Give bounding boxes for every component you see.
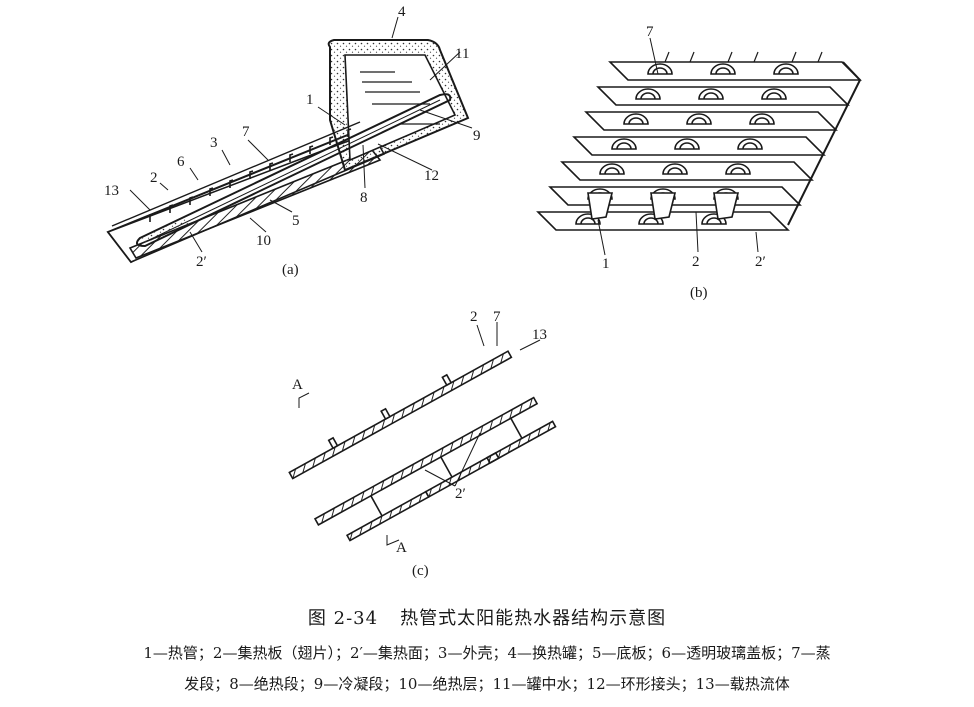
callout-b-2: 2 bbox=[692, 254, 700, 270]
fin-ticks bbox=[664, 51, 823, 63]
heat-pipe-ring bbox=[667, 167, 683, 175]
figure-title: 热管式太阳能热水器结构示意图 bbox=[400, 608, 667, 629]
heat-pipe-ring bbox=[580, 217, 596, 225]
heat-pipe-ring bbox=[754, 117, 770, 125]
pipe-lower-wall bbox=[313, 396, 539, 526]
callout-a-11: 11 bbox=[455, 46, 469, 62]
heat-pipe-ring bbox=[706, 217, 722, 225]
insulation-layer bbox=[128, 149, 382, 259]
callout-a-10: 10 bbox=[256, 233, 271, 249]
subfigure-a bbox=[106, 16, 473, 264]
callout-a-8: 8 bbox=[360, 190, 368, 206]
callout-a-9: 9 bbox=[473, 128, 481, 144]
callout-a-12: 12 bbox=[424, 168, 439, 184]
heat-pipe-ring bbox=[652, 67, 668, 75]
callout-b-1: 1 bbox=[602, 256, 610, 272]
section-mark-a-bottom: A bbox=[396, 540, 407, 556]
heat-pipe-ring bbox=[643, 217, 659, 225]
heat-pipe-ring bbox=[742, 142, 758, 150]
pipe-upper-wall bbox=[288, 350, 513, 480]
callout-a-6: 6 bbox=[177, 154, 185, 170]
figure-drawing: 1 2 2′ 3 4 5 6 7 8 9 10 11 12 13 (a) 7 1 bbox=[104, 4, 862, 579]
collector-plates bbox=[536, 61, 862, 231]
heat-carrier-fluid bbox=[142, 218, 188, 244]
fins bbox=[149, 128, 352, 222]
callouts-a: 1 2 2′ 3 4 5 6 7 8 9 10 11 12 13 (a) bbox=[104, 4, 481, 278]
callout-b-7: 7 bbox=[646, 24, 654, 40]
subfigure-c-label: (c) bbox=[412, 563, 429, 579]
callout-a-2: 2 bbox=[150, 170, 158, 186]
subfigure-b-label: (b) bbox=[690, 285, 708, 301]
figure-caption: 图 2-34 热管式太阳能热水器结构示意图 bbox=[0, 604, 974, 630]
callouts-c: 2 7 13 2′ A A (c) bbox=[292, 309, 547, 579]
heat-pipe-ring bbox=[703, 92, 719, 100]
subfigure-c bbox=[288, 322, 557, 546]
subfigure-a-label: (a) bbox=[282, 262, 299, 278]
callout-c-13: 13 bbox=[532, 327, 547, 343]
callout-a-2prime: 2′ bbox=[196, 254, 207, 270]
heat-pipe-ring bbox=[628, 117, 644, 125]
heat-pipe-ring bbox=[766, 92, 782, 100]
legend-text-1: 1—热管；2—集热板（翅片）；2′—集热面；3—外壳；4—换热罐；5—底板；6—… bbox=[143, 644, 831, 662]
callouts-b: 7 1 2 2′ (b) bbox=[602, 24, 766, 301]
callout-a-4: 4 bbox=[398, 4, 406, 20]
callout-a-3: 3 bbox=[210, 135, 218, 151]
tank-water bbox=[344, 54, 457, 162]
heat-pipe-ring bbox=[604, 167, 620, 175]
heat-pipe-tip bbox=[650, 192, 677, 220]
callout-a-13: 13 bbox=[104, 183, 119, 199]
callout-a-1: 1 bbox=[306, 92, 314, 108]
heat-pipe-tip bbox=[713, 192, 740, 220]
callout-c-2prime: 2′ bbox=[455, 486, 466, 502]
legend-line-2: 发段；8—绝热段；9—冷凝段；10—绝热层；11—罐中水；12—环形接头；13—… bbox=[0, 673, 974, 694]
heat-pipe-ring bbox=[640, 92, 656, 100]
callout-c-2: 2 bbox=[470, 309, 478, 325]
subfigure-b bbox=[536, 37, 862, 256]
heat-pipe-ring bbox=[679, 142, 695, 150]
section-mark-a-top: A bbox=[292, 377, 303, 393]
callout-a-7: 7 bbox=[242, 124, 250, 140]
callout-b-2prime: 2′ bbox=[755, 254, 766, 270]
heat-pipe-ring bbox=[778, 67, 794, 75]
heat-pipe-ring bbox=[691, 117, 707, 125]
legend-line-1: 1—热管；2—集热板（翅片）；2′—集热面；3—外壳；4—换热罐；5—底板；6—… bbox=[0, 642, 974, 663]
heat-pipe-tip bbox=[587, 192, 614, 220]
heat-pipe-ring bbox=[616, 142, 632, 150]
legend-text-2: 发段；8—绝热段；9—冷凝段；10—绝热层；11—罐中水；12—环形接头；13—… bbox=[184, 675, 790, 693]
callout-c-7: 7 bbox=[493, 309, 501, 325]
leader-lines-b bbox=[597, 37, 759, 256]
heat-pipe-ring bbox=[715, 67, 731, 75]
leader-lines-a bbox=[129, 16, 473, 253]
heat-pipe-ring bbox=[730, 167, 746, 175]
heat-pipe bbox=[135, 93, 452, 248]
callout-a-5: 5 bbox=[292, 213, 300, 229]
figure-number: 图 2-34 bbox=[307, 608, 379, 629]
leader-lines-c bbox=[298, 322, 541, 546]
plate-3 bbox=[485, 420, 557, 465]
